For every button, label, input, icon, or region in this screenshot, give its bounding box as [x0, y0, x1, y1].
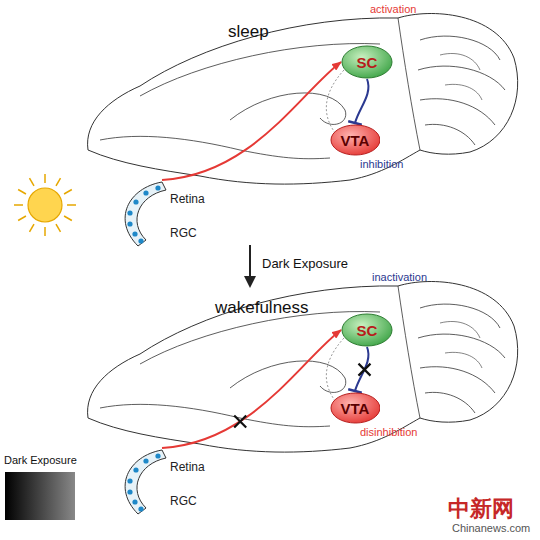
retina-shape — [110, 448, 170, 516]
retina-label: RGC — [170, 494, 197, 508]
excitatory-path — [162, 330, 341, 448]
condition-label: Dark Exposure — [4, 454, 77, 466]
sun — [14, 174, 76, 236]
state-note: inactivation — [372, 271, 427, 283]
inhibitory-path — [355, 79, 368, 123]
sc-ellipse: SC — [341, 45, 393, 79]
state-label: wakefulness — [215, 298, 309, 318]
retina-node: RetinaRGC — [110, 180, 209, 248]
state-note: inhibition — [360, 158, 403, 170]
retina-label: Retina — [170, 460, 205, 474]
vta-ellipse: VTA — [330, 124, 381, 156]
region-label: SC — [357, 322, 378, 339]
state-label: sleep — [228, 22, 269, 42]
retina-shape — [110, 180, 170, 248]
condition-label: Dark Exposure — [262, 256, 348, 271]
region-label: VTA — [341, 132, 370, 149]
vta-ellipse: VTA — [330, 392, 381, 424]
state-note: activation — [370, 3, 416, 15]
down-arrow-head — [244, 276, 256, 288]
watermark: Chinanews.com — [452, 522, 530, 534]
block-mark — [358, 364, 370, 376]
state-note: disinhibition — [360, 426, 417, 438]
watermark: 中新网 — [448, 494, 514, 524]
dashed-path — [326, 338, 344, 402]
retina-node: RetinaRGC — [110, 448, 209, 516]
dashed-path — [326, 70, 344, 134]
dark-exposure-box — [5, 472, 75, 520]
block-mark — [234, 415, 246, 427]
region-label: VTA — [341, 400, 370, 417]
region-label: SC — [357, 54, 378, 71]
retina-label: RGC — [170, 226, 197, 240]
brain-outline — [88, 282, 518, 453]
down-arrow — [249, 245, 251, 278]
brain-outline — [88, 14, 518, 185]
excitatory-path — [162, 62, 341, 180]
sc-ellipse: SC — [341, 313, 393, 347]
retina-label: Retina — [170, 192, 205, 206]
